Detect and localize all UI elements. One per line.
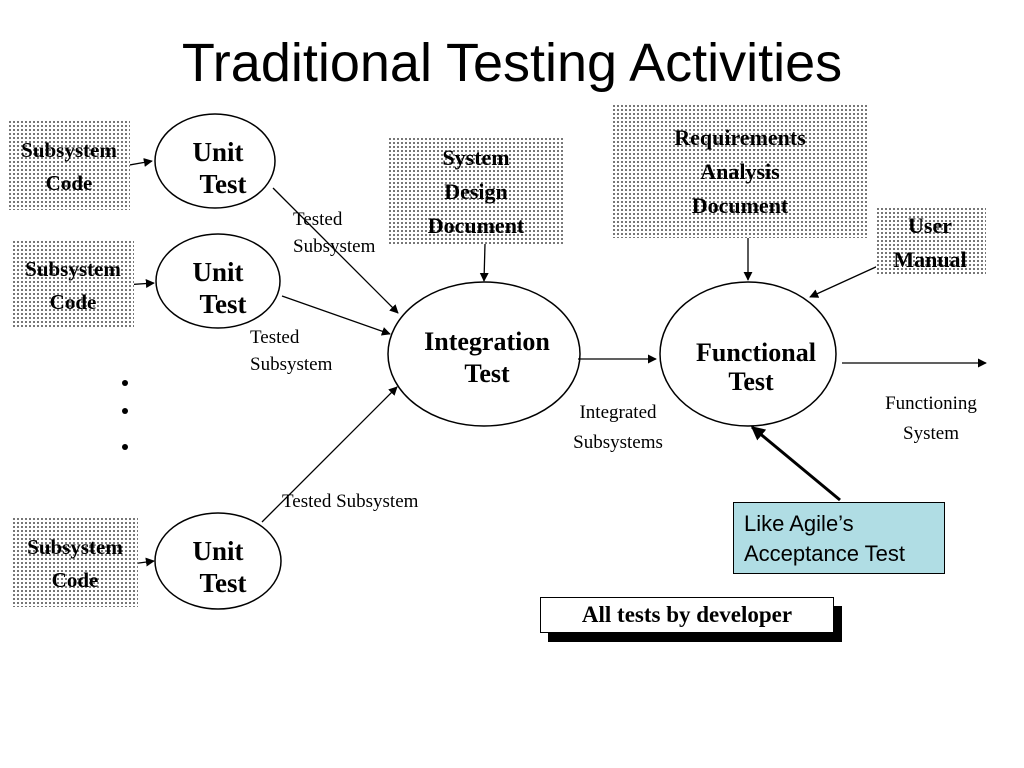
subsystem-code-3-label: Subsystem Code <box>27 535 123 592</box>
system-design-document-box <box>388 137 564 244</box>
subsystem-code-2-label: Subsystem Code <box>25 257 121 314</box>
unit-test-3-label: Unit Test <box>192 536 247 598</box>
tested-subsystem-label-3: Tested Subsystem <box>282 491 419 512</box>
subsystem-code-1-box <box>8 120 130 210</box>
unit-test-2-label: Unit Test <box>192 257 247 319</box>
subsystem-code-1-label: Subsystem Code <box>21 138 117 195</box>
subsystem-code-3-box <box>12 517 138 607</box>
arrow-design-doc-to-integration <box>479 243 489 282</box>
subsystem-code-2-box <box>12 240 134 328</box>
ellipsis-dot-2 <box>122 408 128 414</box>
arrow-user-manual-to-functional <box>809 265 879 298</box>
functioning-system-label: Functioning System <box>885 393 977 444</box>
arrow-unit-1-to-integration <box>272 187 399 314</box>
integration-test-ellipse <box>387 281 581 427</box>
arrow-unit-2-to-integration <box>281 295 391 336</box>
user-manual-label: User Manual <box>893 213 967 272</box>
system-design-document-label: System Design Document <box>427 145 525 238</box>
functional-test-ellipse <box>659 281 837 427</box>
developer-note: All tests by developer <box>540 597 834 633</box>
tested-subsystem-label-1: Tested Subsystem <box>293 209 376 257</box>
arrow-unit-3-to-integration <box>261 386 398 523</box>
functional-test-label: Functional Test <box>696 338 816 396</box>
agile-acceptance-callout: Like Agile’s Acceptance Test <box>733 502 945 574</box>
unit-test-1-label: Unit Test <box>192 137 247 199</box>
integration-test-label: Integration Test <box>424 327 550 388</box>
ellipsis-dot-3 <box>122 444 128 450</box>
requirements-analysis-document-label: Requirements Analysis Document <box>674 125 806 218</box>
tested-subsystem-label-2: Tested Subsystem <box>250 327 333 375</box>
unit-test-1-ellipse <box>154 113 276 209</box>
unit-test-3-ellipse <box>154 512 282 610</box>
page-title: Traditional Testing Activities <box>181 33 843 93</box>
user-manual-box <box>876 207 986 275</box>
arrow-callout-to-functional <box>750 425 841 502</box>
unit-test-2-ellipse <box>155 233 281 329</box>
requirements-analysis-document-box <box>612 104 868 238</box>
ellipsis-dot-1 <box>122 380 128 386</box>
integrated-subsystems-label: Integrated Subsystems <box>573 402 663 453</box>
